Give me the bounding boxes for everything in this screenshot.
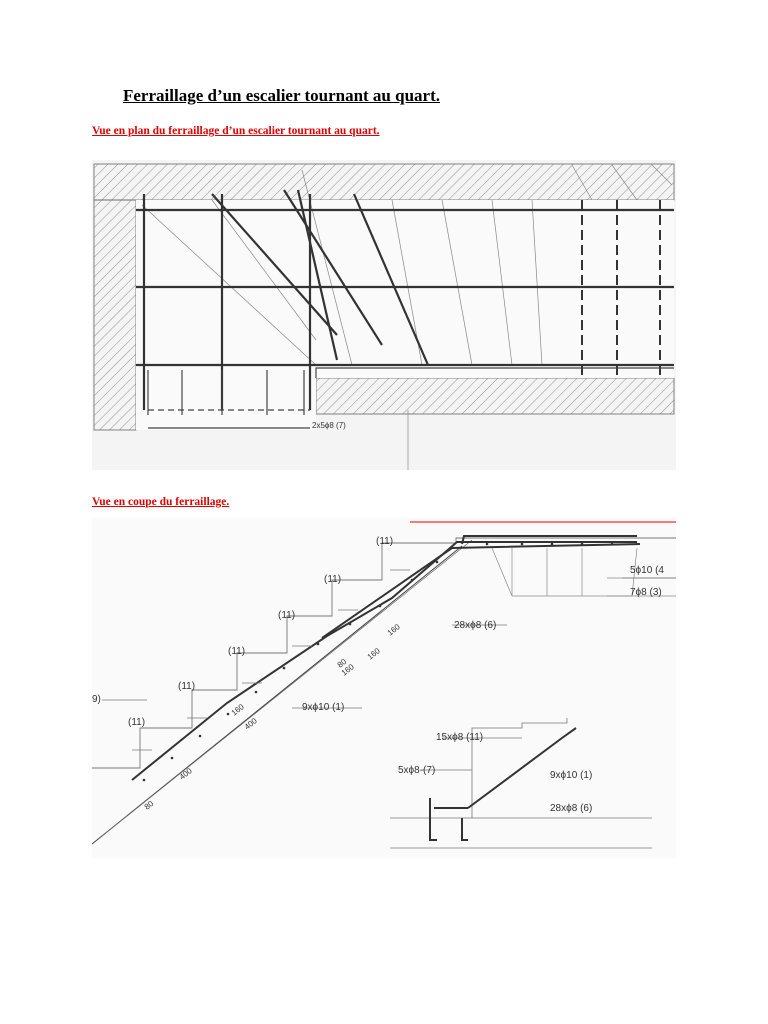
detail-outline <box>390 718 652 849</box>
landing-support-lines <box>491 547 676 597</box>
step-label: (11) <box>376 536 393 547</box>
detail-label: 15xϕ8 (11) <box>436 732 483 743</box>
detail-label: 28xϕ8 (6) <box>550 803 592 814</box>
step-label: (11) <box>324 574 341 585</box>
left-label: 9) <box>92 694 101 705</box>
soffit-line-inner <box>101 539 473 837</box>
step-label: (11) <box>178 681 195 692</box>
step-label: (11) <box>278 610 295 621</box>
top-right-label-1: 5ϕ10 (4 <box>630 565 664 576</box>
plan-bottom-label: 2x5ϕ8 (7) <box>312 421 346 430</box>
step-label: (11) <box>228 646 245 657</box>
step-label: (11) <box>128 717 145 728</box>
stair-step-profile <box>92 537 676 769</box>
plan-view-drawing: 2x5ϕ8 (7) <box>92 160 676 470</box>
detail-rebars <box>429 727 577 841</box>
top-wall <box>93 163 675 201</box>
leader-lines <box>102 569 676 751</box>
detail-label: 9xϕ10 (1) <box>550 770 592 781</box>
rebar-28-label: 28xϕ8 (6) <box>454 620 496 631</box>
rebar-dots <box>142 542 614 782</box>
detail-label: 5xϕ8-(7) <box>398 765 435 776</box>
landing-wall <box>315 377 675 415</box>
rebar-9x10-label: 9xϕ10 (1) <box>302 702 344 713</box>
section-main-rebars <box>131 535 641 781</box>
section-view-heading: Vue en coupe du ferraillage. <box>92 496 230 508</box>
top-right-label-2: 7ϕ8 (3) <box>630 587 662 598</box>
landing-stirrups <box>147 367 674 429</box>
main-rebar-grid <box>136 189 674 410</box>
plan-view-heading: Vue en plan du ferraillage d’un escalier… <box>92 125 380 137</box>
left-wall <box>93 199 137 431</box>
page-title: Ferraillage d’un escalier tournant au qu… <box>123 86 440 105</box>
section-view-drawing: (11) (11) (11) (11) (11) (11) 9) 5ϕ10 (4… <box>92 518 676 858</box>
